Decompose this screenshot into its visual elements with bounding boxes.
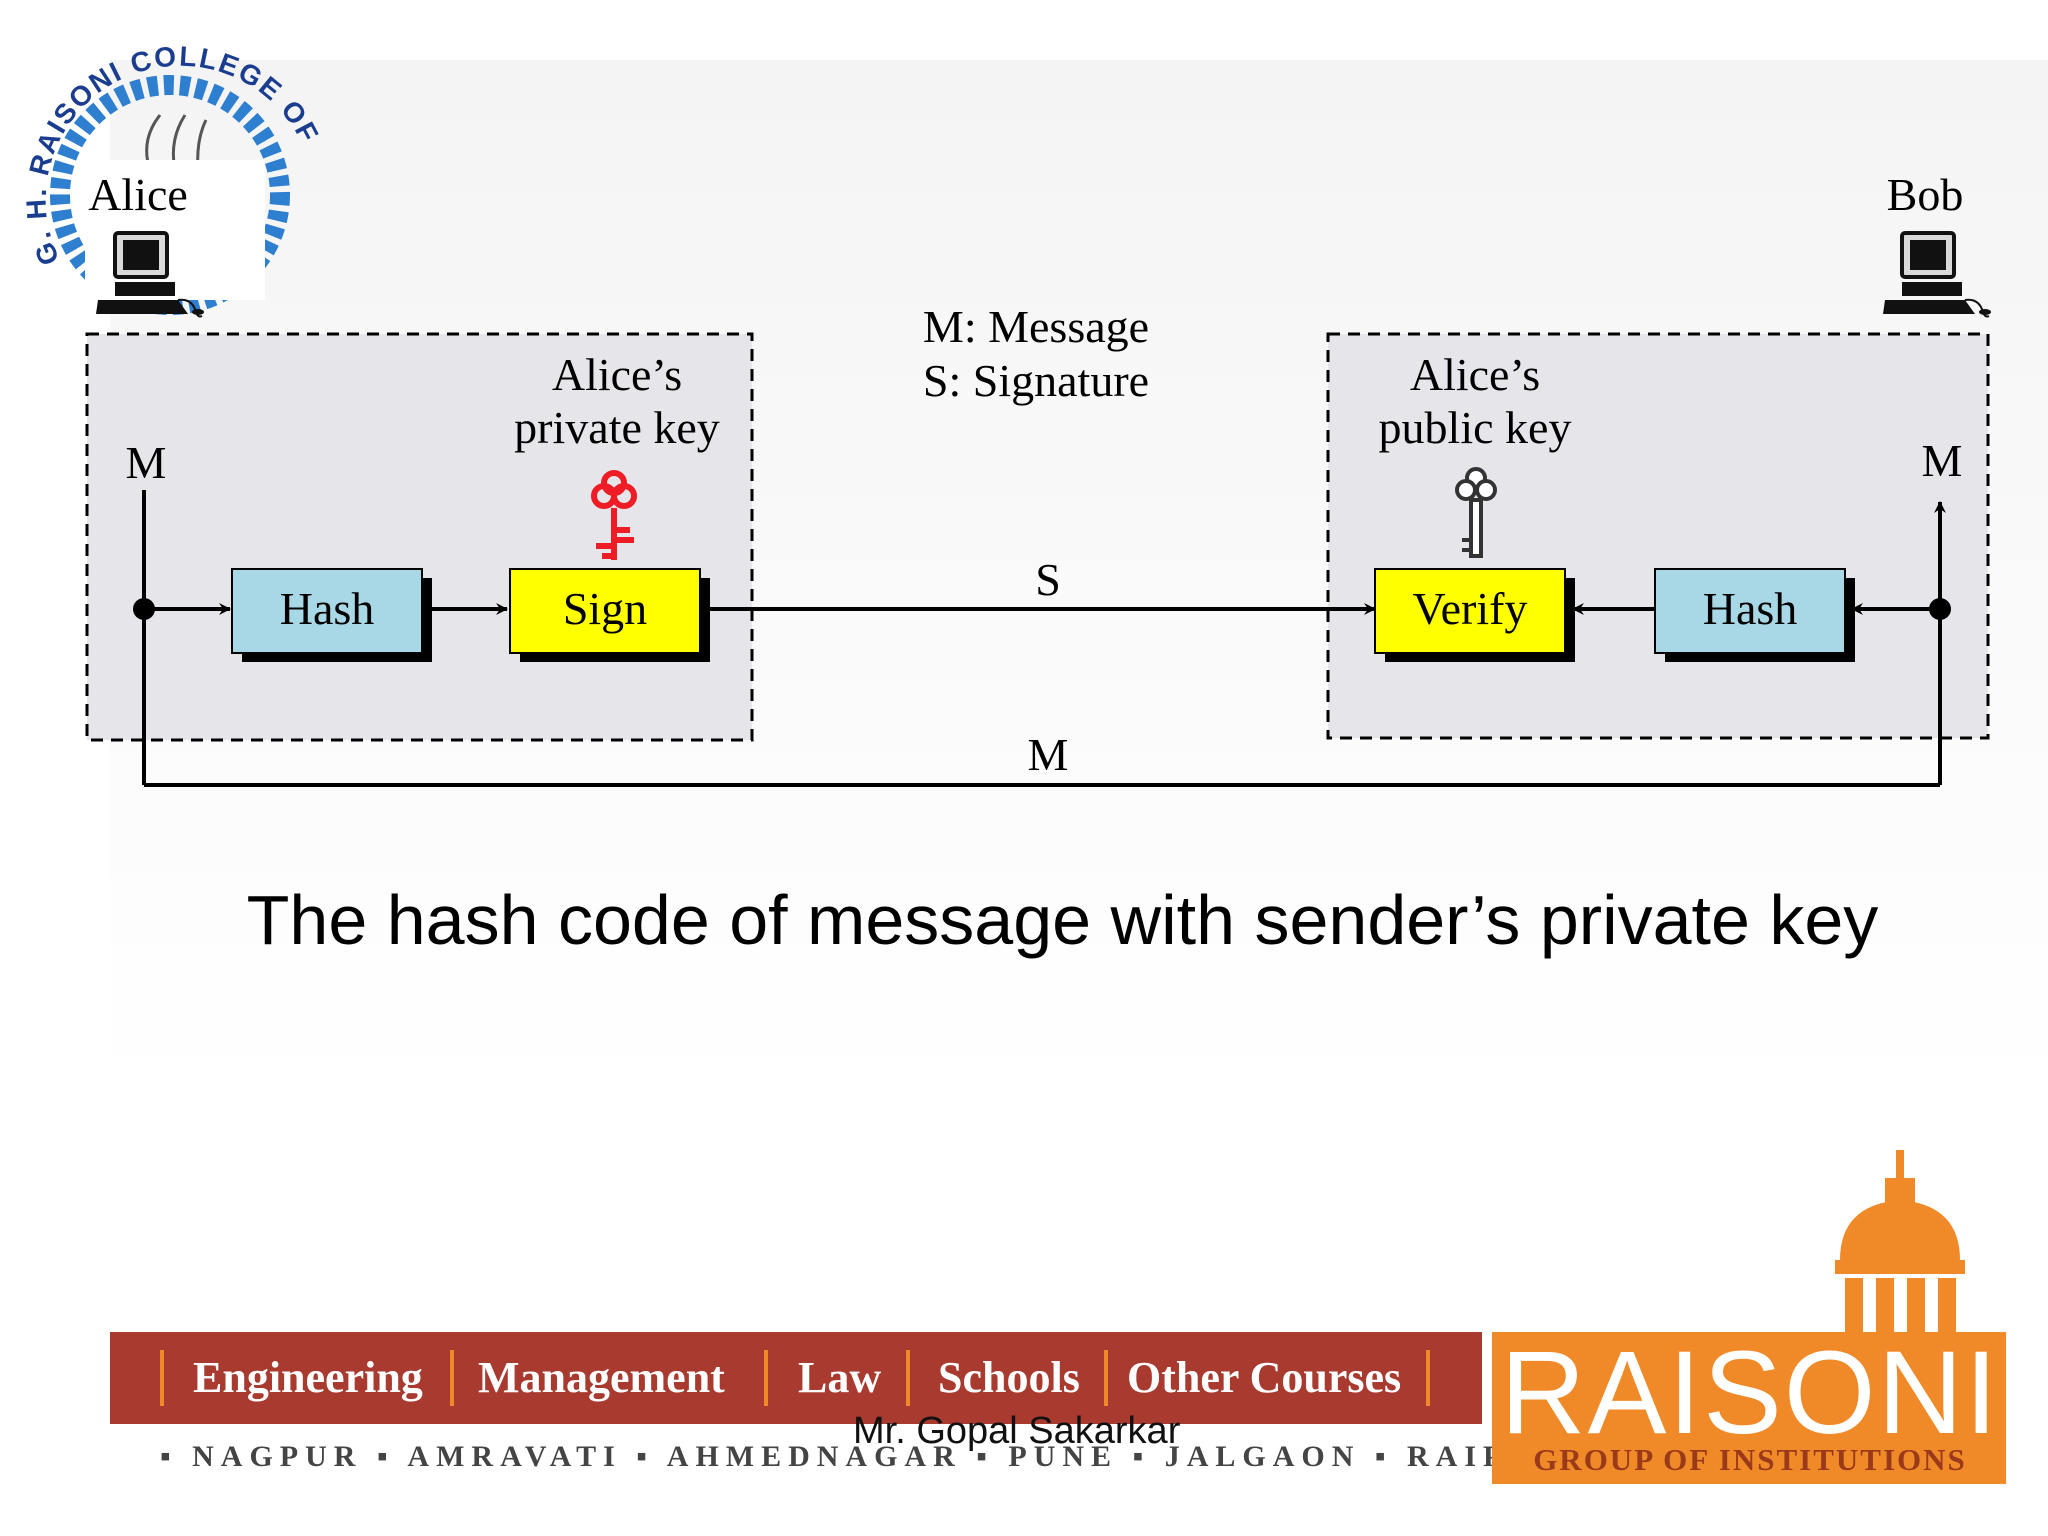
private-key-label-line2: private key — [514, 402, 720, 453]
bob-label: Bob — [1887, 169, 1964, 220]
receiver-hash-label: Hash — [1703, 583, 1798, 634]
nav-separator — [764, 1350, 768, 1406]
alice-computer-icon — [96, 231, 204, 318]
receiver-message-label: M — [1922, 435, 1963, 486]
author-name: Mr. Gopal Sakarkar — [853, 1410, 1181, 1452]
public-key-label-line1: Alice’s — [1410, 349, 1540, 400]
nav-separator — [160, 1350, 164, 1406]
alice-label: Alice — [88, 169, 188, 220]
campus-cities: ▪ NAGPUR ▪ AMRAVATI ▪ AHMEDNAGAR ▪ PUNE … — [160, 1440, 1598, 1473]
sender-hash-box: Hash — [231, 568, 423, 654]
nav-management[interactable]: Management — [478, 1353, 725, 1402]
receiver-panel — [1326, 332, 1990, 740]
signature-channel-label: S — [1035, 554, 1061, 605]
slide-background — [110, 60, 2048, 1536]
raisoni-subtitle: GROUP OF INSTITUTIONS — [1533, 1442, 1967, 1477]
receiver-hash-box: Hash — [1654, 568, 1846, 654]
public-key-label-line2: public key — [1379, 402, 1572, 453]
verify-box: Verify — [1374, 568, 1566, 654]
nav-engineering[interactable]: Engineering — [193, 1353, 423, 1402]
raisoni-logo-block — [1492, 1332, 2006, 1484]
private-key-icon — [591, 470, 637, 560]
sender-panel — [85, 332, 754, 742]
nav-law[interactable]: Law — [798, 1353, 882, 1402]
slide-caption: The hash code of message with sender’s p… — [246, 881, 1879, 959]
nav-schools[interactable]: Schools — [938, 1353, 1080, 1402]
nav-other-courses[interactable]: Other Courses — [1127, 1353, 1402, 1402]
legend-message: M: Message — [923, 301, 1149, 352]
dome-icon — [1835, 1150, 1965, 1340]
sign-box: Sign — [509, 568, 701, 654]
verify-label: Verify — [1413, 583, 1528, 634]
footer-banner — [110, 1332, 1482, 1424]
nav-separator — [1426, 1350, 1430, 1406]
sign-label: Sign — [563, 583, 647, 634]
raisoni-brand: RAISONI — [1500, 1327, 2000, 1459]
sender-hash-label: Hash — [280, 583, 375, 634]
legend-signature: S: Signature — [923, 355, 1149, 406]
nav-separator — [450, 1350, 454, 1406]
nav-separator — [1104, 1350, 1108, 1406]
sender-message-label: M — [126, 437, 167, 488]
nav-separator — [906, 1350, 910, 1406]
private-key-label-line1: Alice’s — [552, 349, 682, 400]
message-channel-label: M — [1028, 729, 1069, 780]
public-key-icon — [1455, 467, 1497, 558]
bob-computer-icon — [1883, 231, 1991, 318]
